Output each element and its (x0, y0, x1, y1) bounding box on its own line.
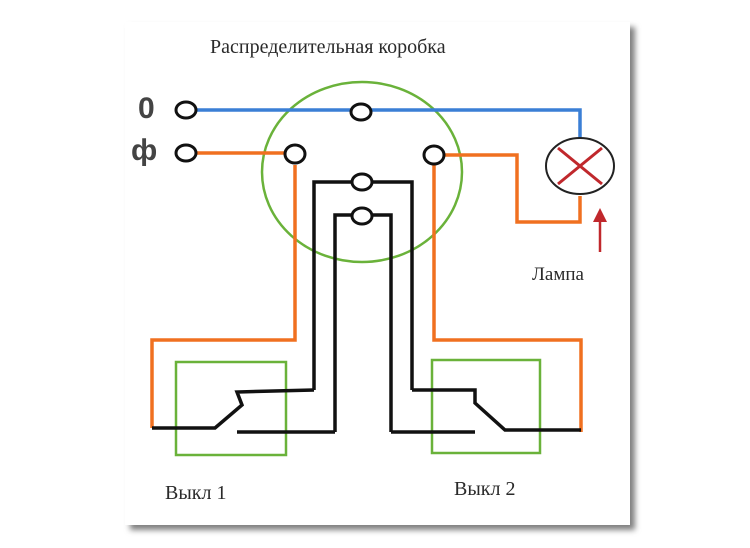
diagram-frame (125, 22, 630, 525)
box-terminal-traveller-2 (350, 206, 374, 226)
switch-2-contact (412, 388, 581, 432)
switch-2-label: Выкл 2 (454, 478, 516, 500)
lamp-label: Лампа (532, 264, 584, 285)
switch-1-label: Выкл 1 (165, 482, 227, 504)
neutral-terminal (174, 100, 198, 120)
junction-box (260, 80, 464, 264)
lamp-wire (445, 153, 582, 224)
switch-2-box (430, 358, 542, 455)
box-terminal-phase (283, 143, 307, 165)
switch-1-box (174, 360, 288, 457)
junction-box-title: Распределительная коробка (210, 36, 446, 58)
phase-terminal (174, 143, 198, 163)
neutral-wire (197, 108, 582, 139)
neutral-label: 0 (138, 92, 155, 125)
phase-label: ф (131, 134, 158, 167)
box-terminal-traveller-1 (350, 172, 374, 192)
arrow-icon (593, 208, 607, 252)
switch-1-contact (152, 388, 315, 430)
phase-wire-switch2 (432, 165, 583, 432)
lamp-icon (545, 137, 615, 195)
box-terminal-neutral (349, 102, 373, 122)
phase-wire-switch1 (150, 165, 297, 428)
box-terminal-lamp (422, 144, 446, 166)
